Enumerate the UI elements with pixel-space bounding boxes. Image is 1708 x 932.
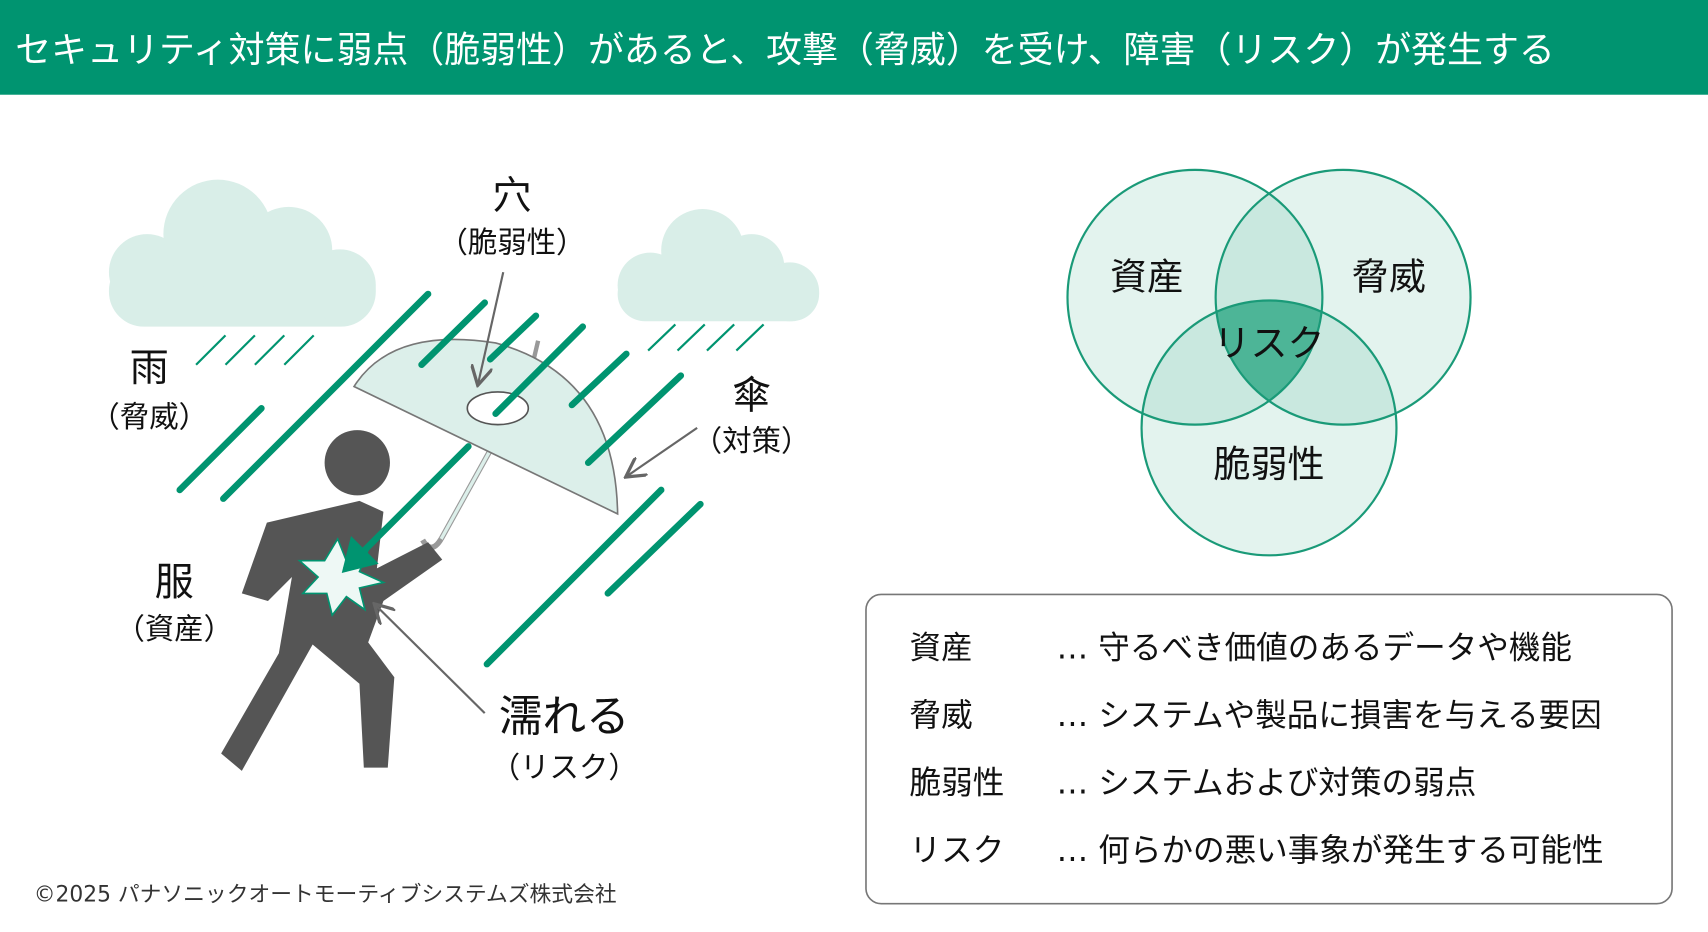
copyright: ©2025 パナソニックオートモーティブシステムズ株式会社 [34, 883, 617, 908]
page-title: セキュリティ対策に弱点（脆弱性）があると、攻撃（脅威）を受け、障害（リスク）が発… [15, 30, 1555, 71]
umbrella-icon [352, 338, 619, 551]
definition-term: 資産 [910, 631, 973, 667]
person-icon [221, 430, 443, 771]
rain-sub: （脅威） [90, 400, 208, 434]
clothes-sub: （資産） [115, 612, 233, 646]
umbrella-label: 傘 [732, 373, 771, 418]
definition-desc: … 守るべき価値のあるデータや機能 [1057, 631, 1572, 667]
venn-diagram: 資産 脅威 リスク 脆弱性 [1066, 168, 1472, 557]
umbrella-pointer-arrow [627, 426, 698, 476]
header-bar: セキュリティ対策に弱点（脆弱性）があると、攻撃（脅威）を受け、障害（リスク）が発… [0, 0, 1708, 95]
definition-term: 脆弱性 [910, 766, 1005, 802]
definition-desc: … 何らかの悪い事象が発生する可能性 [1057, 833, 1604, 869]
hole-label: 穴 [492, 174, 531, 219]
rain-label: 雨 [130, 346, 169, 391]
venn-label-vulnerability: 脆弱性 [1213, 443, 1324, 486]
cloud-right-icon [617, 209, 820, 322]
definition-term: リスク [910, 833, 1005, 869]
definition-desc: … システムおよび対策の弱点 [1057, 766, 1477, 802]
cloud-left-icon [108, 179, 376, 327]
drizzle-icon [195, 323, 765, 366]
wet-label: 濡れる [499, 693, 630, 743]
clothes-label: 服 [155, 561, 194, 606]
venn-label-risk: リスク [1213, 322, 1324, 365]
wet-sub: （リスク） [491, 750, 638, 784]
definition-term: 脅威 [910, 698, 973, 734]
rain-lines-icon [176, 290, 704, 668]
venn-label-threat: 脅威 [1352, 256, 1426, 299]
venn-label-asset: 資産 [1110, 256, 1184, 299]
wet-pointer-arrow [376, 605, 486, 714]
definition-desc: … システムや製品に損害を与える要因 [1057, 698, 1602, 734]
umbrella-sub: （対策） [693, 424, 811, 458]
hole-pointer-arrow [478, 271, 505, 383]
hole-sub: （脆弱性） [438, 226, 585, 260]
definition-box: 資産 … 守るべき価値のあるデータや機能 脅威 … システムや製品に損害を与える… [865, 593, 1673, 905]
